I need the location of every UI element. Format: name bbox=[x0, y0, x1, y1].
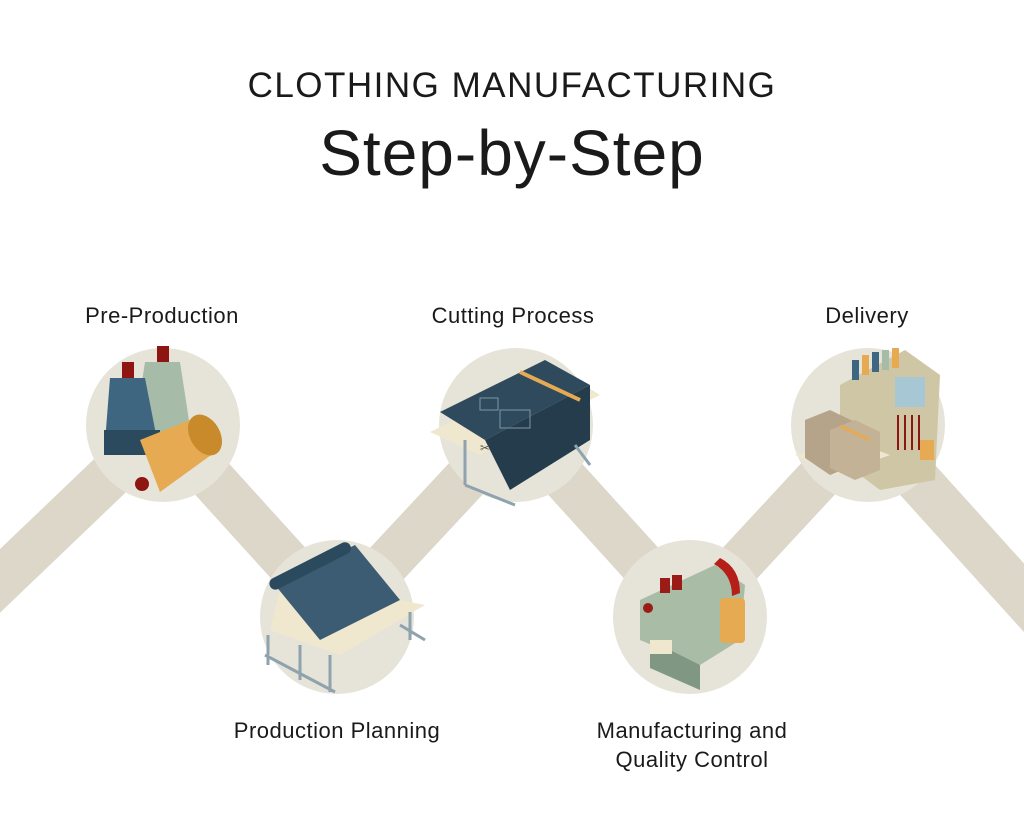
step-label-cutting-process: Cutting Process bbox=[431, 303, 595, 328]
sewing-machine-icon bbox=[640, 558, 745, 690]
label-line-1: Manufacturing and bbox=[596, 718, 788, 743]
thread-spools-icon bbox=[104, 346, 223, 492]
step-label-production-planning: Production Planning bbox=[233, 718, 441, 743]
step-label-pre-production: Pre-Production bbox=[85, 303, 239, 328]
boxes-machine-icon bbox=[795, 348, 940, 490]
infographic-subtitle: Step-by-Step bbox=[319, 117, 705, 189]
label-line-2: Quality Control bbox=[615, 747, 769, 772]
svg-text:✂: ✂ bbox=[480, 441, 490, 455]
fabric-roll-table-icon bbox=[264, 542, 426, 694]
cutting-table-icon: ✂ bbox=[430, 360, 600, 507]
step-label-manufacturing-quality-control: Manufacturing and Quality Control bbox=[542, 716, 842, 774]
step-label-delivery: Delivery bbox=[825, 303, 909, 328]
infographic-title: CLOTHING MANUFACTURING bbox=[247, 66, 777, 105]
